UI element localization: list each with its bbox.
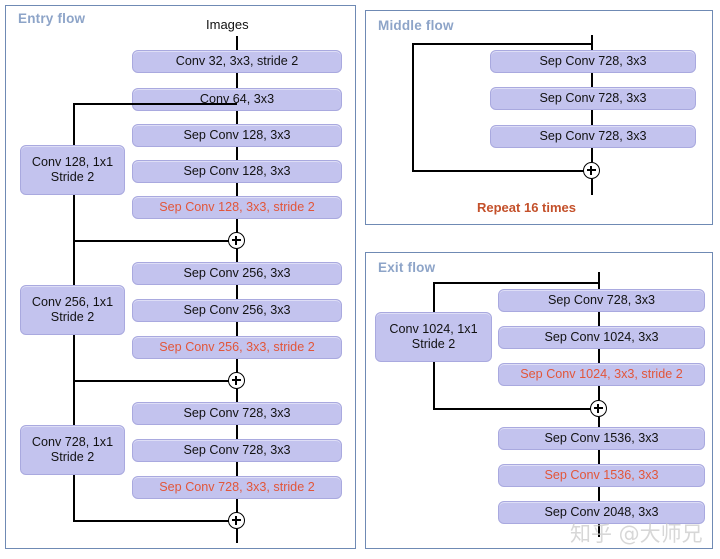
wire-exit-skip-top	[433, 282, 599, 284]
wire-exit-1024-1024s	[598, 349, 600, 363]
exit-flow-title: Exit flow	[378, 260, 436, 275]
wire-sep128a-sep128b	[236, 147, 238, 160]
exit-node-sepconv1024-stride: Sep Conv 1024, 3x3, stride 2	[498, 363, 705, 386]
wire-exit-1536a-1536b	[598, 450, 600, 464]
entry-node-sepconv128-b: Sep Conv 128, 3x3	[132, 160, 342, 183]
wire-sep728b-sep728s	[236, 462, 238, 476]
wire-middle-b-c	[591, 110, 593, 125]
middle-repeat-label: Repeat 16 times	[477, 200, 576, 215]
entry-shortcut-conv128: Conv 128, 1x1 Stride 2	[20, 145, 125, 195]
entry-node-sepconv728-a: Sep Conv 728, 3x3	[132, 402, 342, 425]
entry-junction-2	[228, 372, 245, 389]
exit-shortcut-conv1024: Conv 1024, 1x1 Stride 2	[375, 312, 492, 362]
exit-shortcut-conv1024-line1: Conv 1024, 1x1	[389, 321, 478, 336]
wire-sep256b-sep256s	[236, 322, 238, 336]
input-images-label: Images	[206, 17, 249, 32]
wire-middle-skip-top	[412, 43, 592, 45]
wire-conv32-conv64	[236, 73, 238, 88]
exit-junction-1	[590, 400, 607, 417]
exit-node-sepconv1536-a: Sep Conv 1536, 3x3	[498, 427, 705, 450]
entry-shortcut-conv728-line2: Stride 2	[50, 450, 95, 464]
exit-node-sepconv2048: Sep Conv 2048, 3x3	[498, 501, 705, 524]
wire-sep128s-junction1	[236, 219, 238, 233]
wire-junction1-sep256a	[236, 249, 238, 262]
wire-exit-input	[598, 272, 600, 290]
middle-node-sepconv728-b: Sep Conv 728, 3x3	[490, 87, 696, 110]
entry-shortcut-conv256: Conv 256, 1x1 Stride 2	[20, 285, 125, 335]
middle-node-sepconv728-a: Sep Conv 728, 3x3	[490, 50, 696, 73]
wire-input-to-conv32	[236, 36, 238, 50]
exit-node-sepconv1536-b: Sep Conv 1536, 3x3	[498, 464, 705, 487]
exit-shortcut-conv1024-line2: Stride 2	[411, 337, 456, 351]
entry-shortcut-conv256-line1: Conv 256, 1x1	[31, 294, 114, 309]
wire-sep728a-sep728b	[236, 425, 238, 439]
middle-flow-title: Middle flow	[378, 18, 454, 33]
wire-shortcut1-bottom	[73, 240, 237, 242]
entry-flow-title: Entry flow	[18, 11, 86, 26]
watermark: 知乎 @大师兄	[570, 522, 703, 546]
wire-middle-a-b	[591, 73, 593, 87]
entry-node-sepconv256-b: Sep Conv 256, 3x3	[132, 299, 342, 322]
wire-middle-skip-down	[412, 43, 414, 172]
entry-shortcut-conv728: Conv 728, 1x1 Stride 2	[20, 425, 125, 475]
wire-exit-junction-1536	[598, 417, 600, 428]
wire-conv64-sep128a	[236, 111, 238, 124]
wire-exit-1536b-2048	[598, 487, 600, 501]
middle-flow-panel	[365, 10, 713, 225]
wire-sep256s-junction2	[236, 359, 238, 373]
middle-node-sepconv728-c: Sep Conv 728, 3x3	[490, 125, 696, 148]
wire-middle-output	[591, 179, 593, 195]
entry-node-sepconv128-a: Sep Conv 128, 3x3	[132, 124, 342, 147]
entry-node-sepconv256-stride: Sep Conv 256, 3x3, stride 2	[132, 336, 342, 359]
wire-exit-skip-bottom	[433, 408, 599, 410]
middle-junction-1	[583, 162, 600, 179]
wire-exit-728-1024	[598, 312, 600, 326]
entry-shortcut-conv128-line1: Conv 128, 1x1	[31, 154, 114, 169]
entry-shortcut-conv728-line1: Conv 728, 1x1	[31, 434, 114, 449]
wire-sep128b-sep128s	[236, 183, 238, 196]
wire-sep728s-junction3	[236, 499, 238, 513]
wire-sep256a-sep256b	[236, 285, 238, 299]
wire-middle-skip-bottom	[412, 170, 592, 172]
entry-shortcut-conv128-line2: Stride 2	[50, 170, 95, 184]
wire-shortcut1-top	[73, 103, 237, 105]
wire-entry-output	[236, 529, 238, 543]
entry-node-conv64: Conv 64, 3x3	[132, 88, 342, 111]
entry-junction-1	[228, 232, 245, 249]
wire-exit-output	[598, 524, 600, 537]
wire-middle-c-junction	[591, 148, 593, 162]
entry-node-sepconv728-stride: Sep Conv 728, 3x3, stride 2	[132, 476, 342, 499]
entry-node-sepconv128-stride: Sep Conv 128, 3x3, stride 2	[132, 196, 342, 219]
entry-shortcut-conv256-line2: Stride 2	[50, 310, 95, 324]
exit-node-sepconv1024: Sep Conv 1024, 3x3	[498, 326, 705, 349]
entry-node-sepconv256-a: Sep Conv 256, 3x3	[132, 262, 342, 285]
wire-shortcut2-bottom	[73, 380, 237, 382]
entry-junction-3	[228, 512, 245, 529]
wire-middle-input	[591, 35, 593, 57]
wire-shortcut3-bottom	[73, 520, 237, 522]
exit-node-sepconv728: Sep Conv 728, 3x3	[498, 289, 705, 312]
entry-node-sepconv728-b: Sep Conv 728, 3x3	[132, 439, 342, 462]
wire-exit-1024s-junction	[598, 386, 600, 400]
wire-junction2-sep728a	[236, 389, 238, 402]
entry-node-conv32: Conv 32, 3x3, stride 2	[132, 50, 342, 73]
